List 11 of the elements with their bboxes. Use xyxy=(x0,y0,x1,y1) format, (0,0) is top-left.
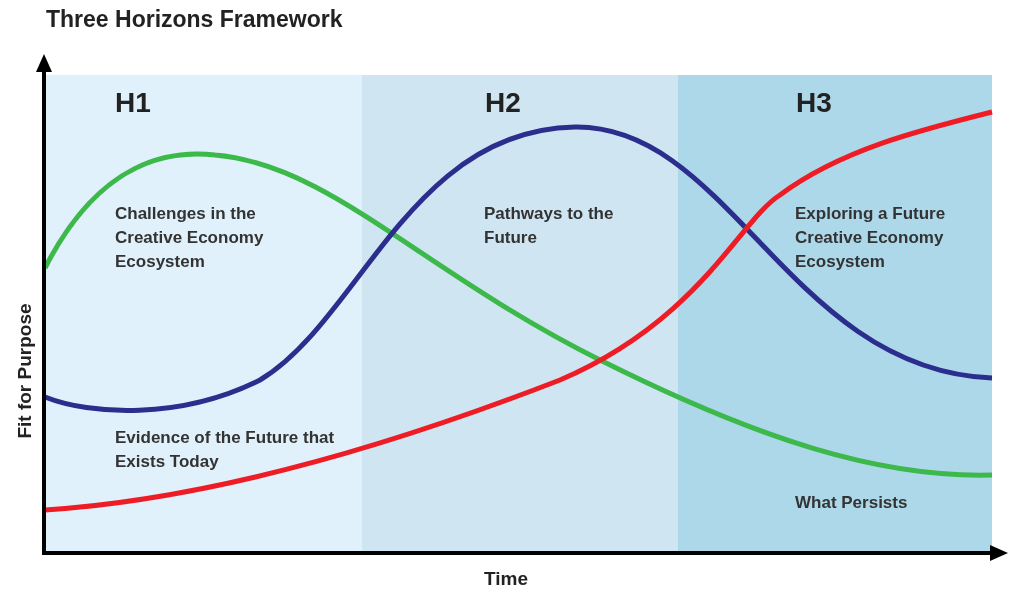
curve-label: Pathways to the Future xyxy=(484,203,614,249)
axis-label: Fit for Purpose xyxy=(14,302,36,441)
curve-label: Challenges in the Creative Economy Ecosystem xyxy=(115,203,265,273)
axis-label: Time xyxy=(484,568,528,590)
horizon-heading: H2 xyxy=(485,87,521,119)
diagram-title: Three Horizons Framework xyxy=(46,6,343,33)
curve-label: What Persists xyxy=(795,492,908,514)
horizon-heading: H3 xyxy=(796,87,832,119)
curve-label: Exploring a Future Creative Economy Ecosystem xyxy=(795,203,947,273)
horizon-heading: H1 xyxy=(115,87,151,119)
curve-label: Evidence of the Future that Exists Today xyxy=(115,427,336,473)
